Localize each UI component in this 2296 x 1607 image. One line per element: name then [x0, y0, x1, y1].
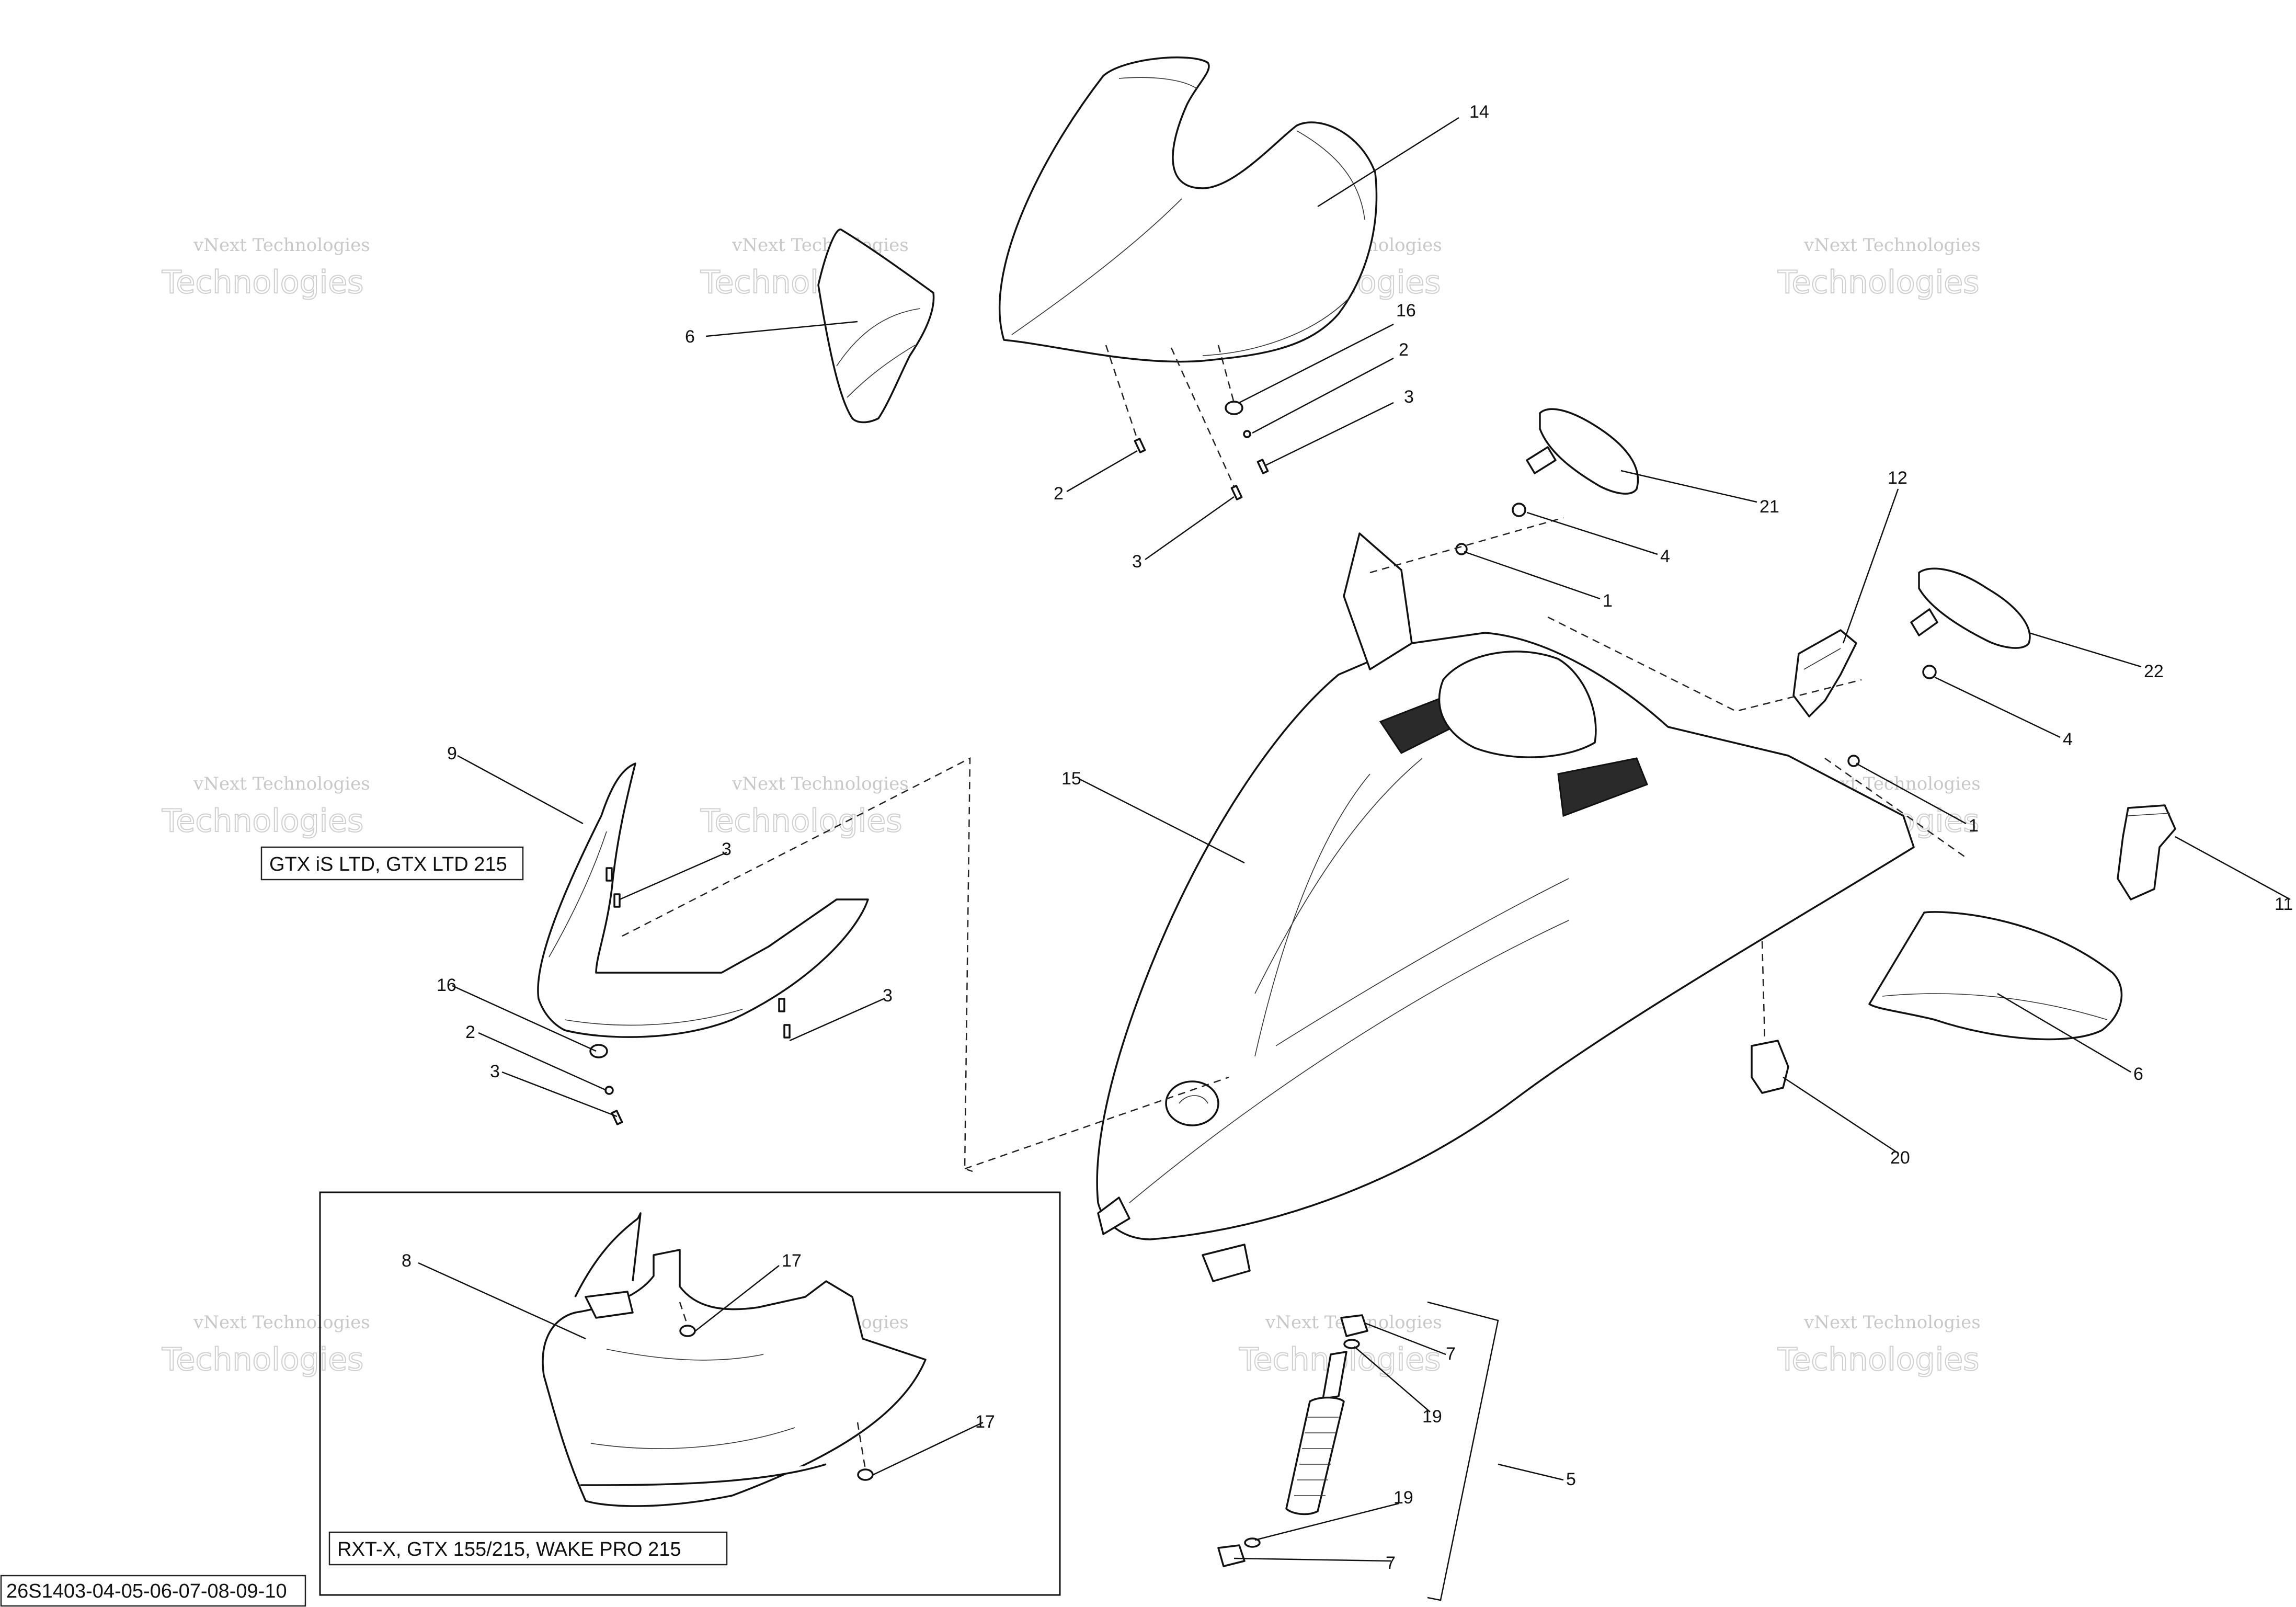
watermark-large-text: Technologies	[1777, 264, 1979, 301]
watermark-large-text: Technologies	[162, 264, 363, 301]
watermark-large-text: Technologies	[162, 803, 363, 839]
callout-15: 15	[1061, 769, 1081, 789]
watermark-large-text: Technologies	[162, 1341, 363, 1378]
callout-4: 4	[2063, 730, 2073, 749]
callout-21: 21	[1760, 497, 1779, 517]
part-12-bracket	[1792, 629, 1857, 717]
callout-17: 17	[975, 1412, 995, 1432]
callout-7: 7	[1386, 1553, 1396, 1573]
callout-16: 16	[437, 975, 456, 995]
callout-22: 22	[2144, 662, 2164, 681]
part-6-side-panel-left	[817, 228, 935, 424]
part-22-mirror	[1910, 567, 2031, 649]
callout-20: 20	[1890, 1148, 1910, 1168]
callout-6: 6	[685, 327, 695, 347]
assembly-dashed-line	[964, 1076, 1229, 1170]
part-15-front-deck	[1096, 517, 1967, 1282]
callouts: 14 6 16 2 3 2 3 21 4 1 12 22 4 1 11 15 9…	[402, 102, 2293, 1573]
callout-9: 9	[447, 744, 457, 763]
callout-7: 7	[1446, 1344, 1456, 1364]
part-21-mirror	[1526, 408, 1639, 495]
part-8-lower-cap	[542, 1212, 927, 1507]
callout-4: 4	[1660, 546, 1670, 566]
callout-3: 3	[490, 1062, 500, 1081]
callout-3: 3	[883, 986, 893, 1006]
part-20-clip	[1751, 941, 1789, 1094]
callout-2: 2	[465, 1022, 475, 1042]
watermark-text: vNext Technologies	[193, 1312, 370, 1333]
callout-1: 1	[1969, 816, 1979, 836]
variant-inset-frame	[319, 1191, 1061, 1596]
watermark-large-text: Technologies	[1777, 1341, 1979, 1378]
watermark-text: vNext Technologies	[732, 773, 909, 794]
part-6-side-panel-right	[1868, 911, 2123, 1041]
mirror-hardware	[1455, 503, 1937, 767]
part-9-hardware	[589, 867, 791, 1125]
watermark-text: vNext Technologies	[193, 235, 370, 256]
part-14-cover	[998, 56, 1378, 363]
callout-3: 3	[722, 839, 732, 859]
variant-label-lower-text: RXT-X, GTX 155/215, WAKE PRO 215	[337, 1538, 681, 1560]
part-9-upper-cap	[537, 762, 869, 1038]
watermark-text: vNext Technologies	[193, 773, 370, 794]
assembly-dashed-line	[622, 757, 973, 1172]
diagram-code-box: 26S1403-04-05-06-07-08-09-10	[0, 1575, 306, 1607]
callout-19: 19	[1393, 1488, 1413, 1508]
callout-11: 11	[2275, 894, 2293, 914]
watermark-large-text: Technologies	[700, 803, 902, 839]
callout-19: 19	[1422, 1407, 1442, 1427]
callout-2: 2	[1054, 484, 1064, 504]
callout-3: 3	[1132, 552, 1142, 572]
callout-14: 14	[1469, 102, 1489, 122]
variant-label-upper: GTX iS LTD, GTX LTD 215	[260, 846, 524, 881]
watermark-text: vNext Technologies	[1803, 1312, 1981, 1333]
variant-label-lower: RXT-X, GTX 155/215, WAKE PRO 215	[328, 1531, 728, 1566]
callout-3: 3	[1404, 387, 1414, 407]
callout-5: 5	[1566, 1469, 1576, 1489]
callout-1: 1	[1603, 591, 1613, 611]
variant-label-upper-text: GTX iS LTD, GTX LTD 215	[269, 853, 507, 875]
part-5-strut-assembly	[1217, 1301, 1499, 1601]
callout-6: 6	[2133, 1064, 2143, 1084]
leader-lines	[418, 117, 2291, 1562]
cover-hardware	[1105, 345, 1269, 500]
diagram-code: 26S1403-04-05-06-07-08-09-10	[6, 1580, 287, 1602]
callout-17: 17	[782, 1251, 802, 1271]
callout-12: 12	[1888, 468, 1907, 488]
callout-2: 2	[1399, 340, 1409, 360]
callout-8: 8	[402, 1251, 412, 1271]
watermark-text: vNext Technologies	[732, 235, 909, 256]
callout-16: 16	[1396, 301, 1416, 321]
part-11-latch	[2117, 804, 2176, 901]
watermark-text: vNext Technologies	[1803, 235, 1981, 256]
